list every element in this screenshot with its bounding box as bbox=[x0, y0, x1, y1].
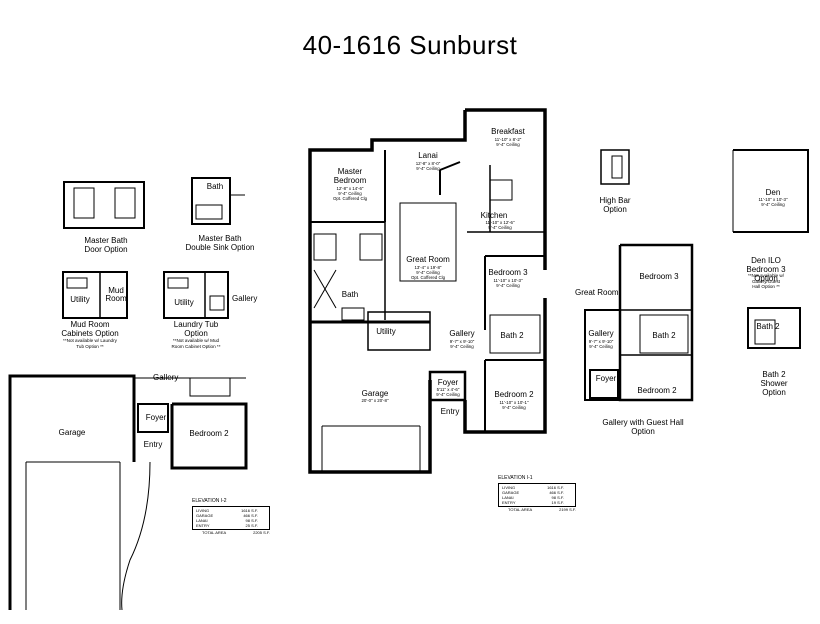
den-ilo-bedroom-3-caption: Den ILO Bedroom 3 Option bbox=[746, 256, 786, 283]
breakfast-dims: 11'-10" x 8'-2" 9'-4" Ceiling bbox=[494, 137, 522, 147]
option-bath-label: Bath bbox=[206, 182, 224, 191]
garage-label: Garage bbox=[361, 389, 389, 398]
gallery-guest-hall-caption: Gallery with Guest Hall Option bbox=[602, 418, 684, 436]
den-dims: 11'-10" x 10'-3" 9'-4" Ceiling bbox=[758, 197, 788, 207]
guest-hall-foyer-label: Foyer bbox=[595, 374, 617, 383]
gallery-dims: 9'-7" x 9'-10" 9'-4" Ceiling bbox=[449, 339, 475, 349]
den-label: Den bbox=[765, 188, 781, 197]
i2-foyer-label: Foyer bbox=[145, 413, 167, 422]
high-bar-caption: High Bar Option bbox=[599, 196, 631, 214]
bath-label: Bath bbox=[341, 290, 359, 299]
foyer-dims: 5'11" x 4'-6" 9'-4" Ceiling bbox=[436, 387, 460, 397]
guest-hall-gallery-label: Gallery bbox=[588, 329, 614, 338]
kitchen-dims: 11'-10" x 12'-6" 9'-4" Ceiling bbox=[485, 220, 515, 230]
laundry-note: **Not available w/ Mud Room Cabinet Opti… bbox=[171, 338, 221, 349]
bedroom-2-dims: 11'-10" x 10'-1" 9'-4" Ceiling bbox=[499, 400, 529, 410]
master-bedroom-label: Master Bedroom bbox=[333, 167, 367, 185]
master-bath-door-option-caption: Master Bath Door Option bbox=[84, 236, 128, 254]
i2-garage-label: Garage bbox=[58, 428, 86, 437]
i2-entry-label: Entry bbox=[143, 440, 163, 449]
bedroom-2-label: Bedroom 2 bbox=[494, 390, 534, 399]
mud-room-utility-label: Utility bbox=[70, 295, 90, 304]
mud-room-cabinets-caption: Mud Room Cabinets Option bbox=[61, 320, 119, 338]
mud-room-label: Mud Room bbox=[105, 286, 127, 303]
elevation-i1-title: ELEVATION I-1 bbox=[498, 475, 533, 481]
bath-2-label: Bath 2 bbox=[500, 331, 524, 340]
den-note: **Not available w/ Gallery/Guest Hall Op… bbox=[747, 273, 784, 289]
mud-room-note: **Not available w/ Laundry Tub Option ** bbox=[63, 338, 117, 349]
guest-hall-bath-2-label: Bath 2 bbox=[652, 331, 676, 340]
main-outer-wall bbox=[465, 108, 547, 270]
guest-hall-gallery-dims: 9'-7" x 9'-10" 9'-4" Ceiling bbox=[588, 339, 614, 349]
kitchen-label: Kitchen bbox=[480, 211, 508, 220]
gallery-label: Gallery bbox=[449, 329, 475, 338]
foyer-label: Foyer bbox=[437, 378, 459, 387]
bath-2-shower-bath-label: Bath 2 bbox=[756, 322, 780, 331]
guest-hall-bedroom-3-label: Bedroom 3 bbox=[639, 272, 679, 281]
entry-label: Entry bbox=[440, 407, 460, 416]
lanai-dims: 12'-8" x 8'-0" 9'-4" Ceiling bbox=[415, 161, 441, 171]
lanai-label: Lanai bbox=[418, 151, 438, 160]
laundry-tub-caption: Laundry Tub Option bbox=[173, 320, 219, 338]
guest-hall-great-room-label: Great Room bbox=[575, 288, 619, 297]
breakfast-label: Breakfast bbox=[491, 127, 525, 136]
guest-hall-bedroom-2-label: Bedroom 2 bbox=[637, 386, 677, 395]
bedroom-3-label: Bedroom 3 bbox=[488, 268, 528, 277]
page-title: 40-1616 Sunburst bbox=[302, 30, 518, 60]
i2-gallery-label: Gallery bbox=[153, 373, 179, 382]
bath-2-shower-caption: Bath 2 Shower Option bbox=[760, 370, 788, 397]
utility-label: Utility bbox=[376, 327, 396, 336]
i2-bedroom-2-label: Bedroom 2 bbox=[189, 429, 229, 438]
great-room-dims: 13'-4" x 19'-8" 9'-4" Ceiling Opt. Coffe… bbox=[410, 265, 446, 280]
laundry-utility-label: Utility bbox=[174, 298, 194, 307]
laundry-gallery-label: Gallery bbox=[232, 294, 258, 303]
elevation-i2-title: ELEVATION I-2 bbox=[192, 498, 227, 504]
master-bedroom-dims: 12'-8" x 14'-6" 9'-4" Ceiling Opt. Coffe… bbox=[332, 186, 368, 201]
bedroom-3-dims: 11'-10" x 10'-3" 9'-4" Ceiling bbox=[493, 278, 523, 288]
master-bath-double-sink-caption: Master Bath Double Sink Option bbox=[185, 234, 255, 252]
garage-dims: 20'-0" x 20'-8" bbox=[361, 398, 389, 403]
great-room-label: Great Room bbox=[406, 255, 450, 264]
